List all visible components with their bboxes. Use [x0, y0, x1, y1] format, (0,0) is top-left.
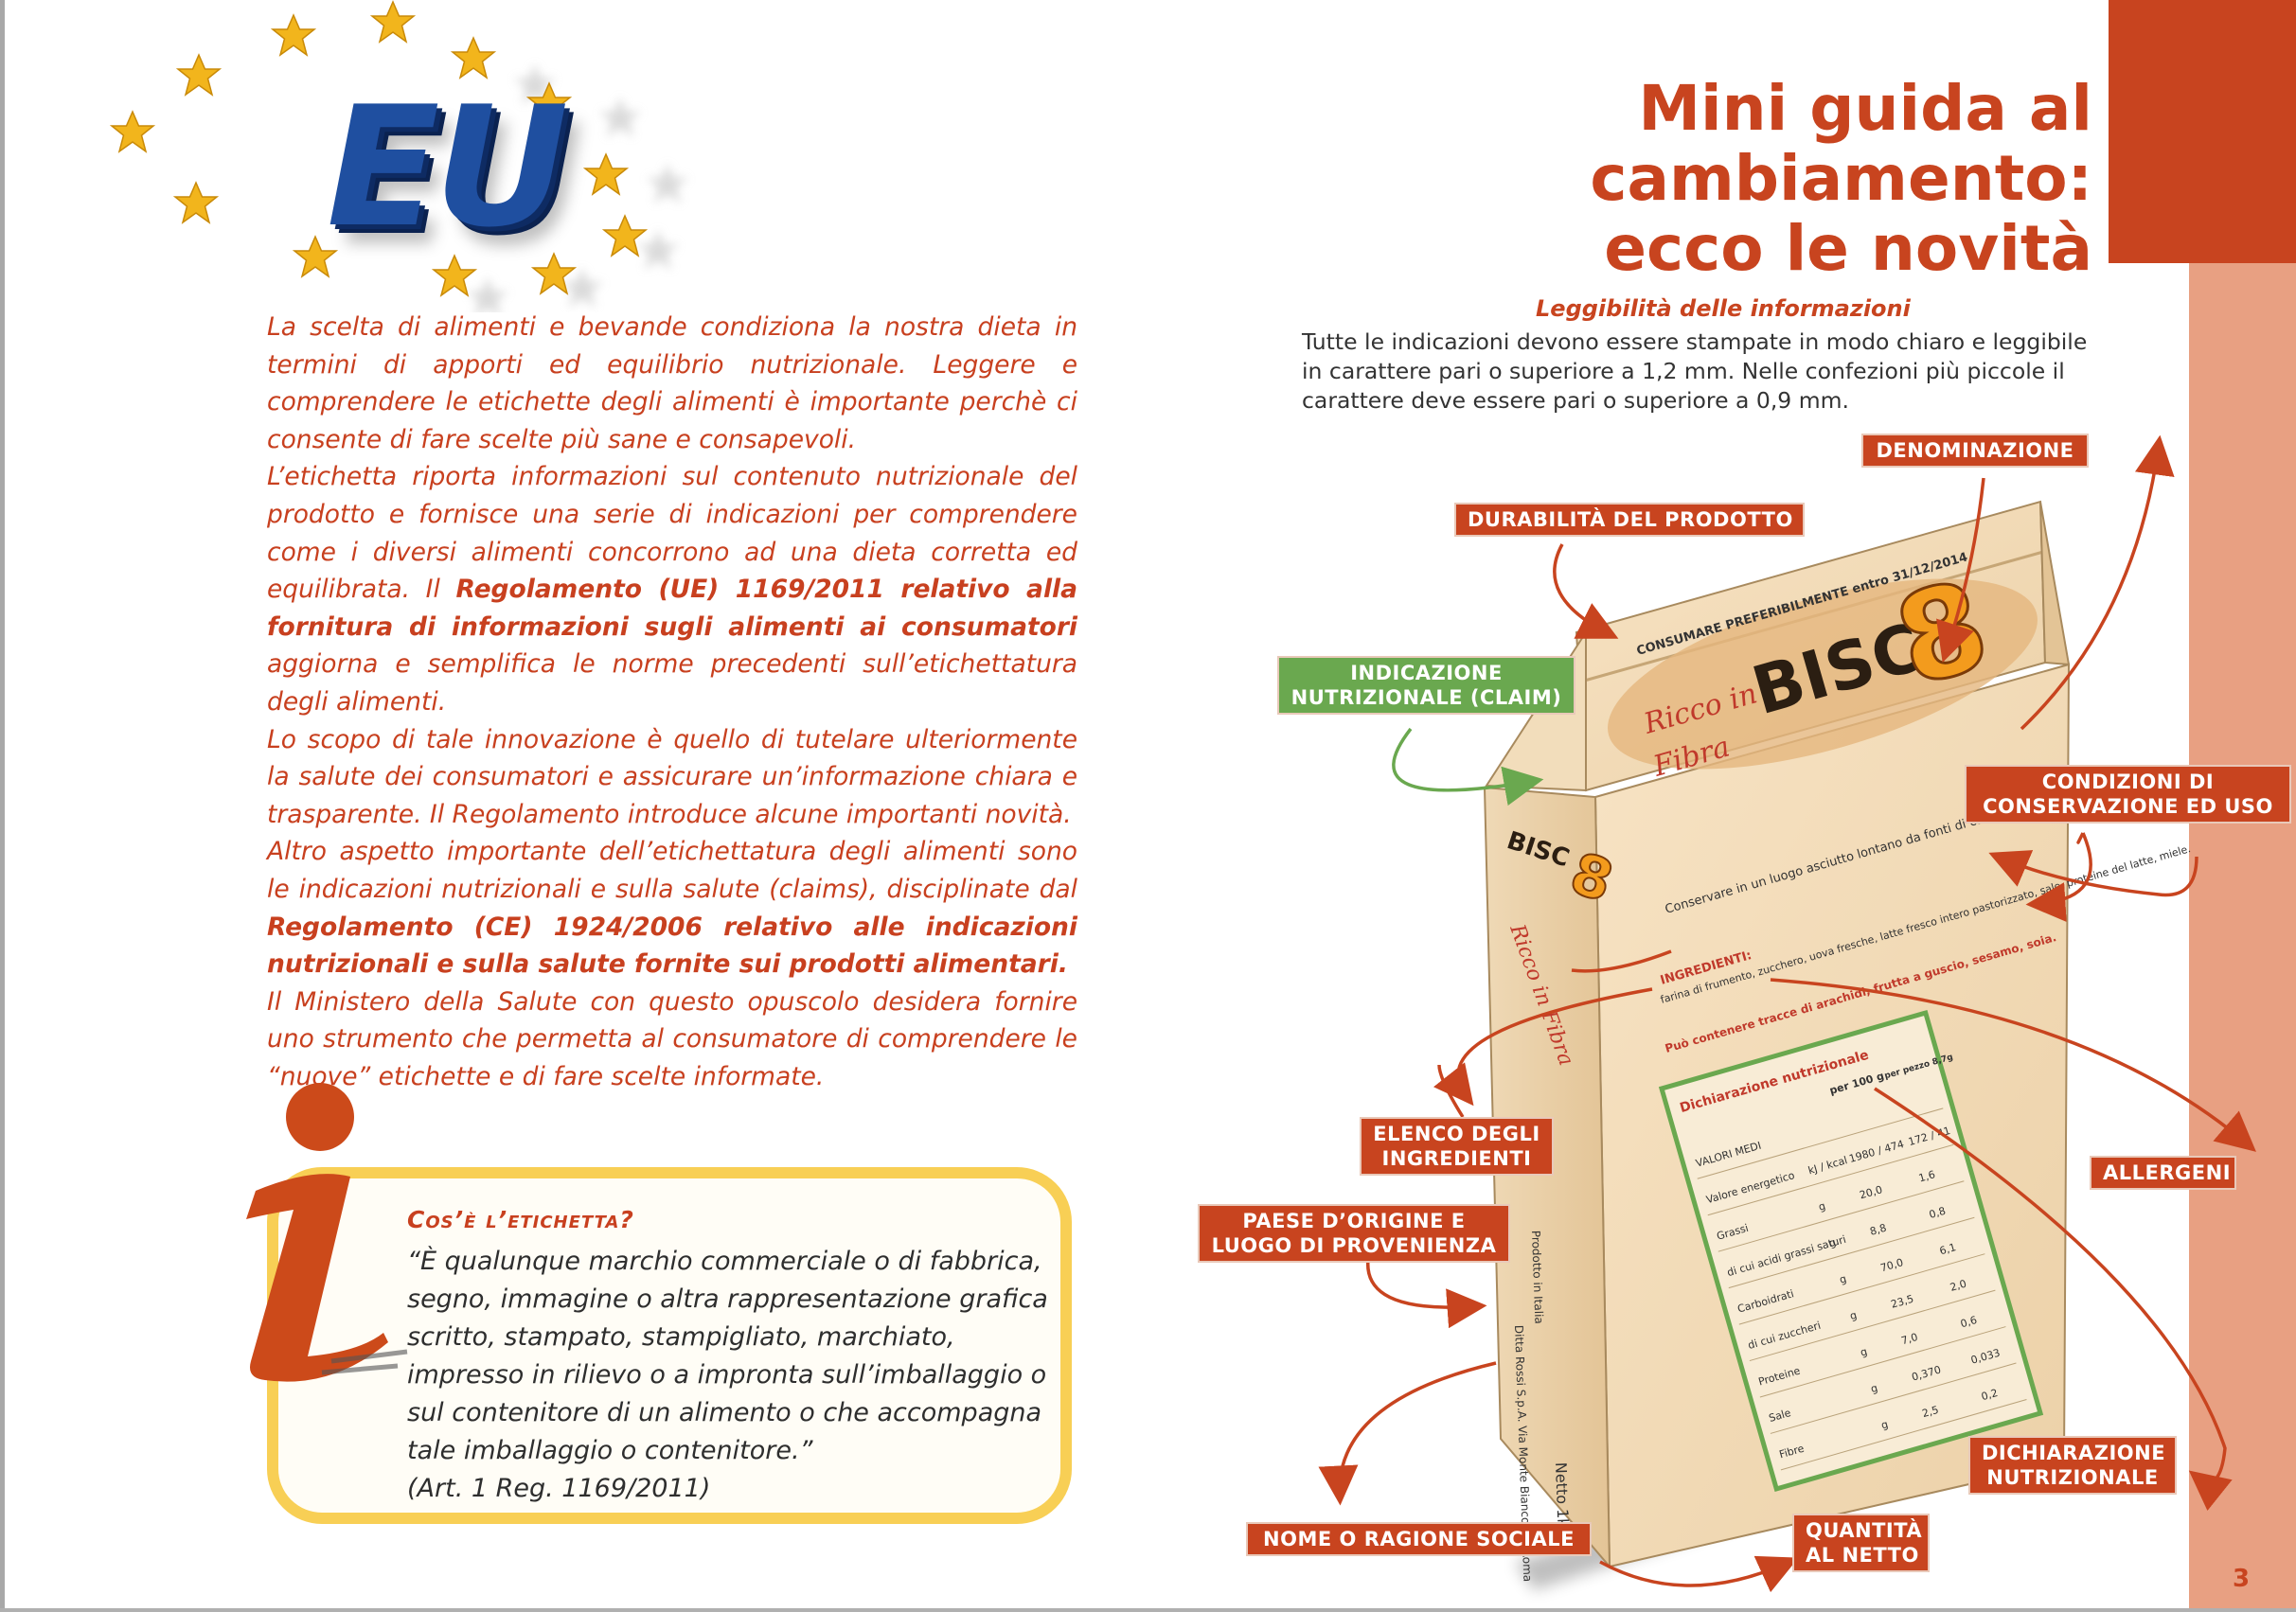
nutrition-row-divider [1749, 1289, 1996, 1362]
quote-line: sul contenitore di un alimento o che acc… [407, 1398, 1042, 1427]
quote-line: tale imballaggio o contenitore.” [407, 1436, 813, 1465]
quote-source: (Art. 1 Reg. 1169/2011) [407, 1474, 711, 1503]
intro-paragraph-1: La scelta di alimenti e bevande condizio… [267, 312, 1077, 454]
nutrition-cell: 70,0 [1879, 1256, 1905, 1274]
legibility-line: in carattere pari o superiore a 1,2 mm. … [1302, 358, 2065, 384]
eu-logo: EU [90, 0, 810, 317]
intro-paragraph-4: Altro aspetto importante dell’etichettat… [267, 837, 1077, 980]
quote-line: segno, immagine o altra rappresentazione… [407, 1284, 1048, 1314]
legibility-line: Tutte le indicazioni devono essere stamp… [1302, 328, 2088, 355]
nutrition-row-divider [1707, 1143, 1954, 1216]
nutrition-cell: 0,6 [1959, 1314, 1978, 1330]
nutrition-cell: g [1859, 1345, 1868, 1358]
page-title-line: cambiamento: [1590, 142, 2092, 215]
nutrition-cell: Sale [1768, 1407, 1792, 1425]
info-box-title: Cos’è l’etichetta? [407, 1206, 634, 1233]
label-allergeni: ALLERGENI [2090, 1156, 2236, 1190]
page-title-line: ecco le novità [1604, 212, 2092, 285]
nutrition-cell: g [1848, 1309, 1858, 1322]
info-icon [227, 1077, 417, 1390]
package-nutrition-table: Dichiarazione nutrizionale per 100 g per… [1658, 1009, 2044, 1493]
intro-text: La scelta di alimenti e bevande condizio… [267, 309, 1077, 1095]
quote-line: impresso in rilievo o a impronta sull’im… [407, 1360, 1047, 1390]
claim-arrow [1392, 727, 1544, 806]
intro-paragraph-2: L’etichetta riporta informazioni sul con… [267, 462, 1077, 717]
nutrition-row-divider [1738, 1253, 1985, 1325]
intro-paragraph-3: Lo scopo di tale innovazione è quello di… [267, 724, 1077, 829]
label-denominazione: DENOMINAZIONE [1861, 434, 2089, 468]
page-bottom-edge [0, 1608, 2296, 1612]
nutrition-cell: 7,0 [1900, 1331, 1919, 1347]
nutrition-row-divider [1697, 1107, 1944, 1179]
nutrition-cell: 0,8 [1928, 1205, 1947, 1221]
nutrition-cell: g [1879, 1418, 1889, 1431]
nutrition-row-divider [1759, 1326, 2006, 1398]
info-icon-stem [246, 1174, 408, 1382]
info-icon-dot [286, 1083, 354, 1151]
nutrition-cell: g [1827, 1236, 1837, 1249]
nutrition-row-divider [1780, 1398, 2027, 1471]
eu-logo-text: EU [327, 72, 569, 264]
nutrition-cell: g [1838, 1272, 1847, 1285]
nutrition-cell: 23,5 [1890, 1293, 1915, 1311]
nutrition-cell: 6,1 [1938, 1241, 1957, 1257]
page-number: 3 [2233, 1565, 2251, 1593]
label-durabilita: DURABILITÀ DEL PRODOTTO [1454, 503, 1805, 537]
nutrition-row-divider [1728, 1216, 1975, 1289]
quote-line: scritto, stampato, stampigliato, marchia… [407, 1322, 955, 1352]
quote-line: “È qualunque marchio commerciale o di fa… [407, 1247, 1042, 1276]
nutrition-cell: g [1869, 1382, 1878, 1395]
nutrition-cell: 8,8 [1869, 1222, 1888, 1238]
legibility-line: carattere deve essere pari o superiore a… [1302, 387, 1849, 414]
nutrition-cell: g [1817, 1199, 1826, 1213]
nutrition-cell: 2,5 [1921, 1404, 1940, 1420]
nutrition-cell: 1,6 [1917, 1168, 1936, 1184]
corner-accent-block [2109, 0, 2296, 263]
nutrition-row-divider [1770, 1362, 2017, 1434]
info-box [267, 1167, 1072, 1524]
side-accent-strip [2189, 263, 2296, 1608]
label-nome: NOME O RAGIONE SOCIALE [1246, 1522, 1592, 1556]
callout-arrows [1318, 434, 2256, 1593]
nutrition-cell: 2,0 [1949, 1278, 1967, 1294]
side-net-weight: Netto 1kg [1552, 1461, 1573, 1536]
page-left-edge [0, 0, 5, 1612]
page-title: Mini guida al cambiamento: ecco le novit… [1590, 74, 2092, 284]
intro-paragraph-5: Il Ministero della Salute con questo opu… [267, 986, 1077, 1091]
nutrition-cell: 20,0 [1859, 1183, 1884, 1201]
nutrition-row-divider [1718, 1180, 1965, 1252]
side-origin-text: Prodotto in Italia [1529, 1231, 1545, 1324]
nutrition-cell: 0,2 [1980, 1387, 1999, 1403]
legibility-text: Tutte le indicazioni devono essere stamp… [1302, 328, 2135, 416]
legibility-title: Leggibilità delle informazioni [1536, 295, 1911, 322]
info-box-quote: “È qualunque marchio commerciale o di fa… [407, 1243, 1060, 1508]
page-title-line: Mini guida al [1638, 72, 2092, 145]
